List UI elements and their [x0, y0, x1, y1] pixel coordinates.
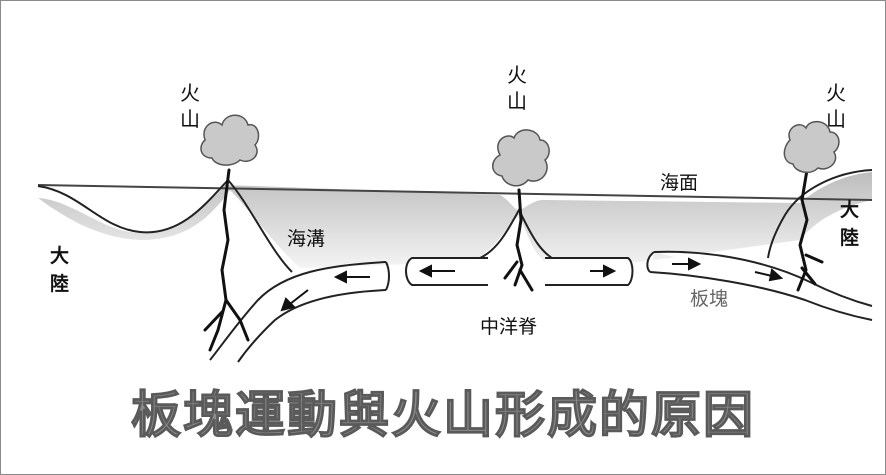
- continent-label-right: 大 陸: [840, 198, 859, 249]
- volcano-label-right: 火 山: [826, 81, 846, 131]
- volcano-label-middle: 火 山: [507, 63, 527, 113]
- left-seafloor-curve: [37, 178, 293, 273]
- volcano-plume-left: [200, 114, 260, 166]
- continent-left-char-1: 大: [50, 244, 69, 267]
- continent-right-char-1: 大: [840, 198, 859, 221]
- continent-left-char-2: 陸: [50, 272, 69, 295]
- plate-segment-right: [646, 250, 873, 321]
- diagram-title: 板塊運動與火山形成的原因: [131, 385, 755, 444]
- volcano-left-char-1: 火: [180, 81, 200, 105]
- volcano-left-char-2: 山: [180, 107, 200, 131]
- ocean-water: [38, 172, 872, 268]
- plate-motion-arrows: [280, 257, 784, 312]
- volcano-middle-char-1: 火: [507, 63, 527, 87]
- volcano-right-char-1: 火: [826, 81, 846, 105]
- sea-surface-line: [37, 184, 873, 201]
- plate-segment-middle-right: [545, 257, 634, 286]
- sea-surface-label: 海面: [660, 172, 698, 194]
- plate-label: 板塊: [690, 288, 728, 310]
- mid-ocean-ridge-label: 中洋脊: [480, 316, 537, 338]
- magma-conduits: [203, 168, 824, 352]
- continent-right-char-2: 陸: [840, 226, 859, 249]
- subducting-plate: [209, 261, 387, 363]
- trench-label: 海溝: [287, 228, 325, 250]
- volcano-plume-right: [783, 120, 840, 174]
- right-continent-coast: [767, 169, 873, 259]
- continent-label-left: 大 陸: [50, 244, 69, 295]
- volcano-plume-middle: [492, 129, 550, 187]
- volcano-middle-char-2: 山: [507, 89, 527, 113]
- volcano-label-left: 火 山: [180, 81, 200, 131]
- volcano-right-char-2: 山: [826, 107, 846, 131]
